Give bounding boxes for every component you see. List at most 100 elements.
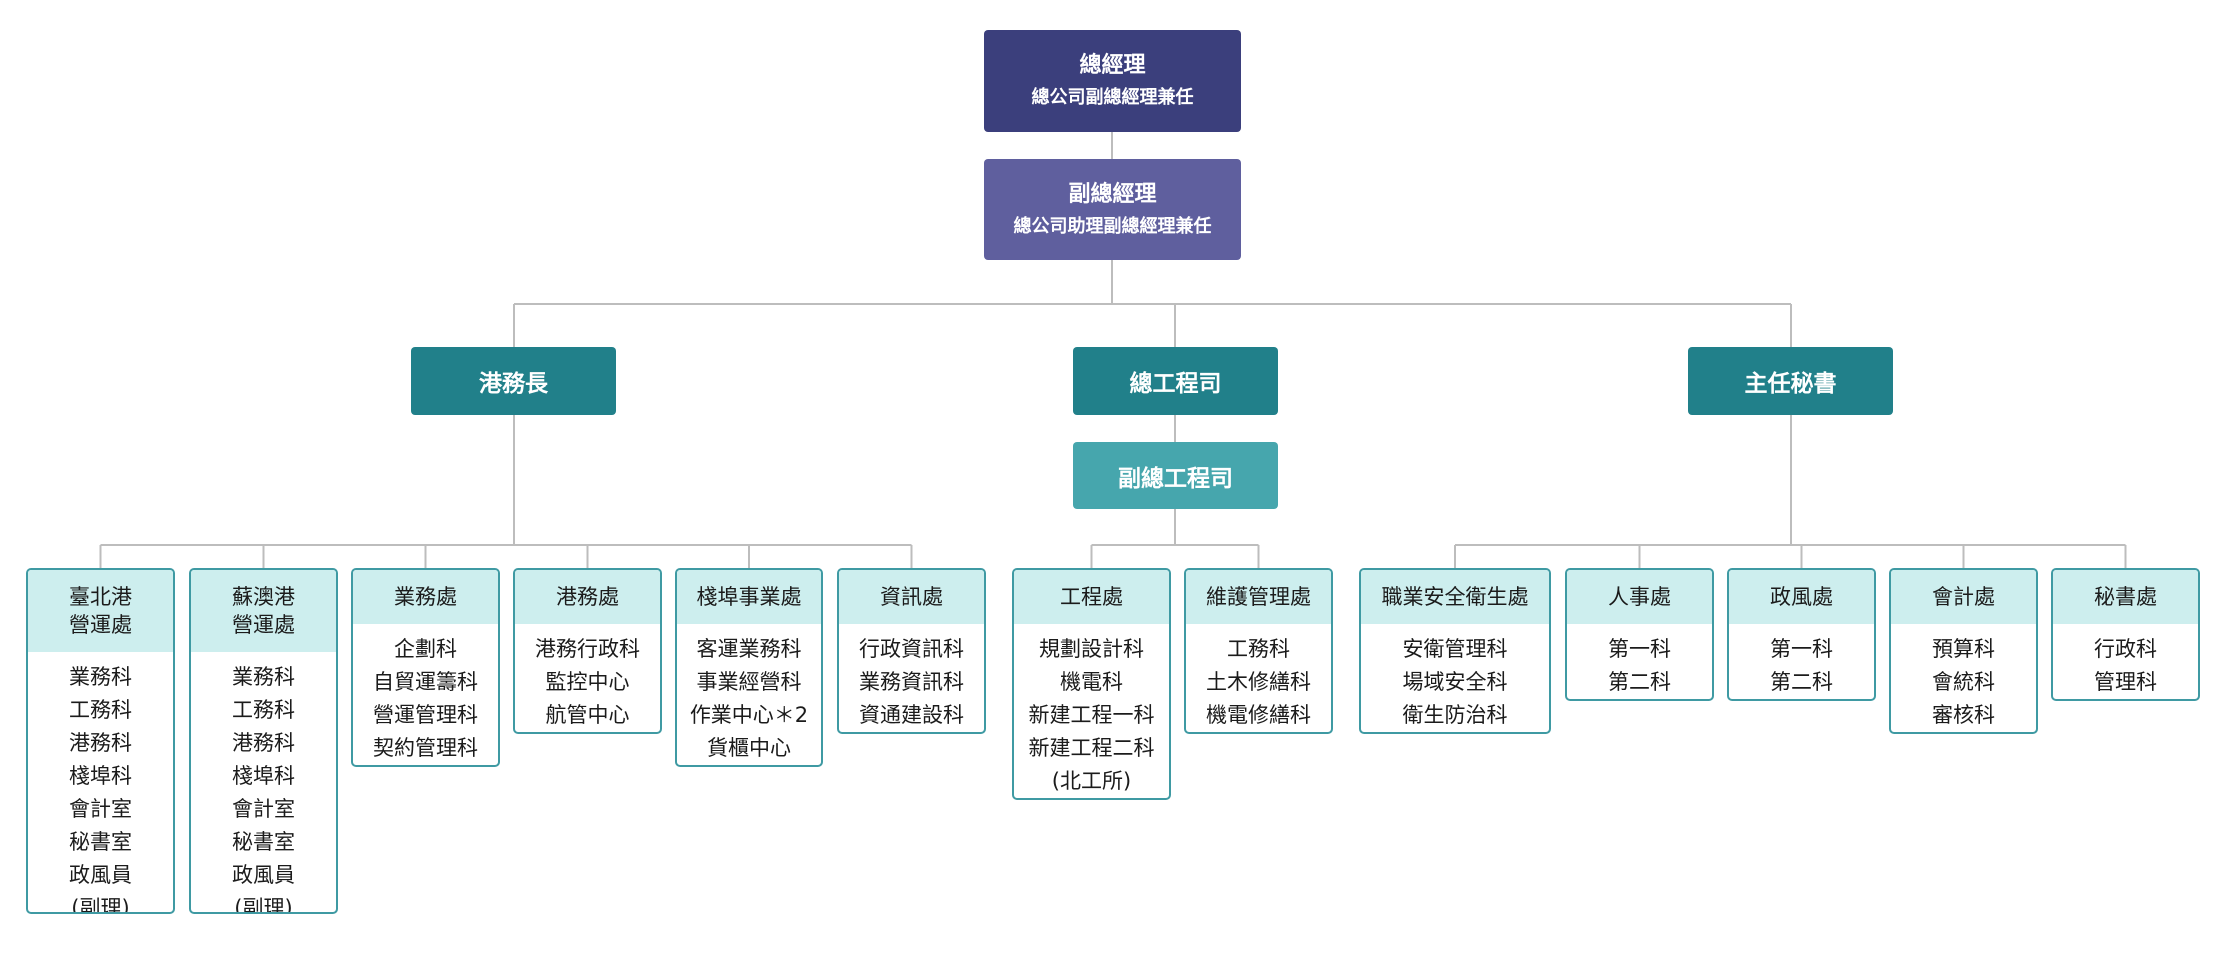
deputy-general-manager-title: 副總經理 — [1068, 181, 1157, 207]
department-sections: 業務科工務科港務科棧埠科會計室秘書室政風員(副理) — [191, 652, 336, 914]
section-item: 機電科 — [1060, 670, 1123, 694]
section-item: 衛生防治科 — [1402, 703, 1508, 727]
department-sections: 行政科管理科 — [2053, 624, 2198, 699]
section-item: 審核科 — [1932, 703, 1995, 727]
section-item: 監控中心 — [545, 670, 630, 694]
section-item: 秘書室 — [232, 830, 295, 854]
department-box: 棧埠事業處客運業務科事業經營科作業中心＊2 貨櫃中心 — [675, 568, 823, 767]
chief-secretary-box: 主任秘書 — [1688, 347, 1893, 415]
section-item: 港務行政科 — [535, 637, 640, 661]
department-sections: 第一科第二科 — [1729, 624, 1874, 699]
department-box: 工程處規劃設計科機電科新建工程一科新建工程二科 (北工所) — [1012, 568, 1171, 800]
department-name: 蘇澳港營運處 — [191, 570, 336, 652]
department-name: 職業安全衛生處 — [1361, 570, 1549, 624]
section-item: (副理) — [234, 896, 293, 914]
department-box: 秘書處行政科管理科 — [2051, 568, 2200, 701]
general-manager-title: 總經理 — [1079, 53, 1146, 78]
section-item: 工務科 — [232, 698, 295, 722]
department-name: 秘書處 — [2053, 570, 2198, 624]
section-item: 工務科 — [1227, 637, 1290, 661]
section-item: 業務資訊科 — [859, 670, 964, 694]
department-name: 人事處 — [1567, 570, 1712, 624]
department-name: 港務處 — [515, 570, 660, 624]
department-name: 資訊處 — [839, 570, 984, 624]
department-name: 會計處 — [1891, 570, 2036, 624]
section-item: 第一科 — [1608, 637, 1671, 661]
department-box: 臺北港營運處業務科工務科港務科棧埠科會計室秘書室政風員(副理) — [26, 568, 175, 914]
department-sections: 企劃科自貿運籌科營運管理科契約管理科 — [353, 624, 498, 765]
section-item: 行政資訊科 — [859, 637, 964, 661]
department-name: 政風處 — [1729, 570, 1874, 624]
section-item: 港務科 — [69, 731, 132, 755]
section-item: 契約管理科 — [373, 736, 478, 760]
section-item: 會統科 — [1932, 670, 1995, 694]
section-item: 客運業務科 — [696, 637, 802, 661]
section-item: 業務科 — [232, 665, 295, 689]
section-item: 會計室 — [69, 797, 132, 821]
general-manager-subtitle: 總公司副總經理兼任 — [1031, 87, 1194, 108]
deputy-general-manager-box: 副總經理 總公司助理副總經理兼任 — [984, 159, 1241, 260]
department-box: 蘇澳港營運處業務科工務科港務科棧埠科會計室秘書室政風員(副理) — [189, 568, 338, 914]
section-item: 機電修繕科 — [1206, 703, 1311, 727]
section-item: 預算科 — [1932, 637, 1995, 661]
section-item: 行政科 — [2094, 637, 2157, 661]
section-item: 航管中心 — [545, 703, 630, 727]
section-item: 貨櫃中心 — [707, 736, 791, 760]
department-name: 棧埠事業處 — [677, 570, 821, 624]
department-box: 職業安全衛生處安衛管理科場域安全科衛生防治科 — [1359, 568, 1551, 734]
section-item: 新建工程一科 — [1028, 703, 1155, 727]
deputy-chief-engineer-box: 副總工程司 — [1073, 442, 1278, 509]
section-item: 政風員 — [232, 863, 295, 887]
department-sections: 客運業務科事業經營科作業中心＊2 貨櫃中心 — [677, 624, 821, 765]
department-sections: 業務科工務科港務科棧埠科會計室秘書室政風員(副理) — [28, 652, 173, 914]
section-item: 事業經營科 — [696, 670, 802, 694]
section-item: 新建工程二科 — [1028, 736, 1155, 760]
department-sections: 港務行政科監控中心航管中心 — [515, 624, 660, 732]
deputy-chief-engineer-title: 副總工程司 — [1118, 465, 1233, 492]
harbor-master-title: 港務長 — [479, 371, 548, 397]
department-name: 工程處 — [1014, 570, 1169, 624]
chief-secretary-title: 主任秘書 — [1744, 371, 1837, 397]
section-item: 管理科 — [2094, 670, 2157, 694]
chief-engineer-title: 總工程司 — [1129, 371, 1222, 397]
section-item: 業務科 — [69, 665, 132, 689]
department-sections: 規劃設計科機電科新建工程一科新建工程二科 (北工所) — [1014, 624, 1169, 798]
section-item: 自貿運籌科 — [373, 670, 478, 694]
department-box: 人事處第一科第二科 — [1565, 568, 1714, 701]
department-sections: 預算科會統科審核科 — [1891, 624, 2036, 732]
department-sections: 安衛管理科場域安全科衛生防治科 — [1361, 624, 1549, 732]
department-sections: 行政資訊科業務資訊科資通建設科 — [839, 624, 984, 732]
department-name: 業務處 — [353, 570, 498, 624]
department-name: 臺北港營運處 — [28, 570, 173, 652]
department-box: 資訊處行政資訊科業務資訊科資通建設科 — [837, 568, 986, 734]
section-item: 第二科 — [1770, 670, 1833, 694]
department-box: 會計處預算科會統科審核科 — [1889, 568, 2038, 734]
department-box: 政風處第一科第二科 — [1727, 568, 1876, 701]
section-item: 會計室 — [232, 797, 295, 821]
section-item: 棧埠科 — [69, 764, 132, 788]
department-sections: 工務科土木修繕科機電修繕科 — [1186, 624, 1331, 732]
section-item: (北工所) — [1051, 769, 1132, 793]
section-item: (副理) — [71, 896, 130, 914]
section-item: 第一科 — [1770, 637, 1833, 661]
deputy-general-manager-subtitle: 總公司助理副總經理兼任 — [1013, 215, 1212, 237]
department-sections: 第一科第二科 — [1567, 624, 1712, 699]
section-item: 營運管理科 — [373, 703, 478, 727]
section-item: 安衛管理科 — [1402, 637, 1508, 661]
section-item: 港務科 — [232, 731, 295, 755]
department-name: 維護管理處 — [1186, 570, 1331, 624]
section-item: 場域安全科 — [1402, 670, 1508, 694]
section-item: 資通建設科 — [859, 703, 964, 727]
department-box: 維護管理處工務科土木修繕科機電修繕科 — [1184, 568, 1333, 734]
section-item: 第二科 — [1608, 670, 1671, 694]
department-box: 業務處企劃科自貿運籌科營運管理科契約管理科 — [351, 568, 500, 767]
section-item: 規劃設計科 — [1039, 637, 1144, 661]
section-item: 政風員 — [69, 863, 132, 887]
section-item: 企劃科 — [394, 637, 457, 661]
section-item: 作業中心＊2 — [689, 703, 809, 727]
section-item: 工務科 — [69, 698, 132, 722]
harbor-master-box: 港務長 — [411, 347, 616, 415]
section-item: 土木修繕科 — [1206, 670, 1311, 694]
